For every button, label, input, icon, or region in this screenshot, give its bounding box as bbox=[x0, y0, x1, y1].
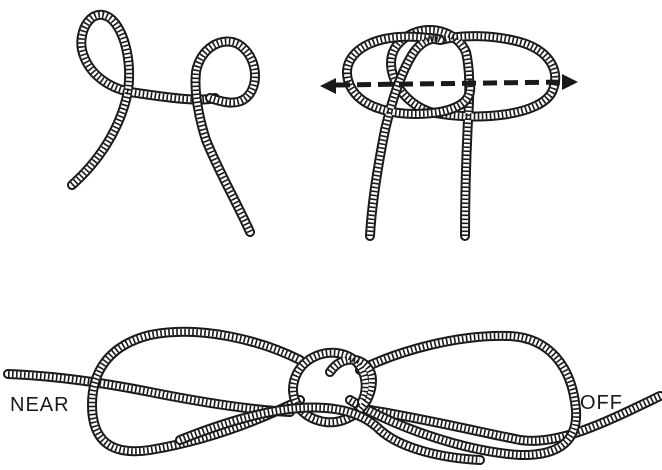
right-loop-back bbox=[391, 30, 555, 236]
near-label: NEAR bbox=[10, 394, 70, 416]
arrow-head-left bbox=[320, 78, 336, 94]
rope-rope-hatch bbox=[195, 42, 255, 232]
step-three-finished-knot: NEAR OFF bbox=[8, 332, 660, 460]
rope-rope-hatch bbox=[391, 30, 555, 236]
step-two-crossed-loops bbox=[320, 30, 578, 236]
rope-rope-inner bbox=[347, 37, 470, 236]
arrow-head-right bbox=[562, 74, 578, 90]
step-one-two-loops bbox=[72, 15, 255, 232]
rope-rope-outer bbox=[391, 30, 555, 236]
rope-rope-inner bbox=[391, 30, 555, 236]
left-loop-front bbox=[347, 37, 470, 236]
right-loop-rope bbox=[195, 42, 255, 232]
off-label: OFF bbox=[580, 392, 623, 414]
